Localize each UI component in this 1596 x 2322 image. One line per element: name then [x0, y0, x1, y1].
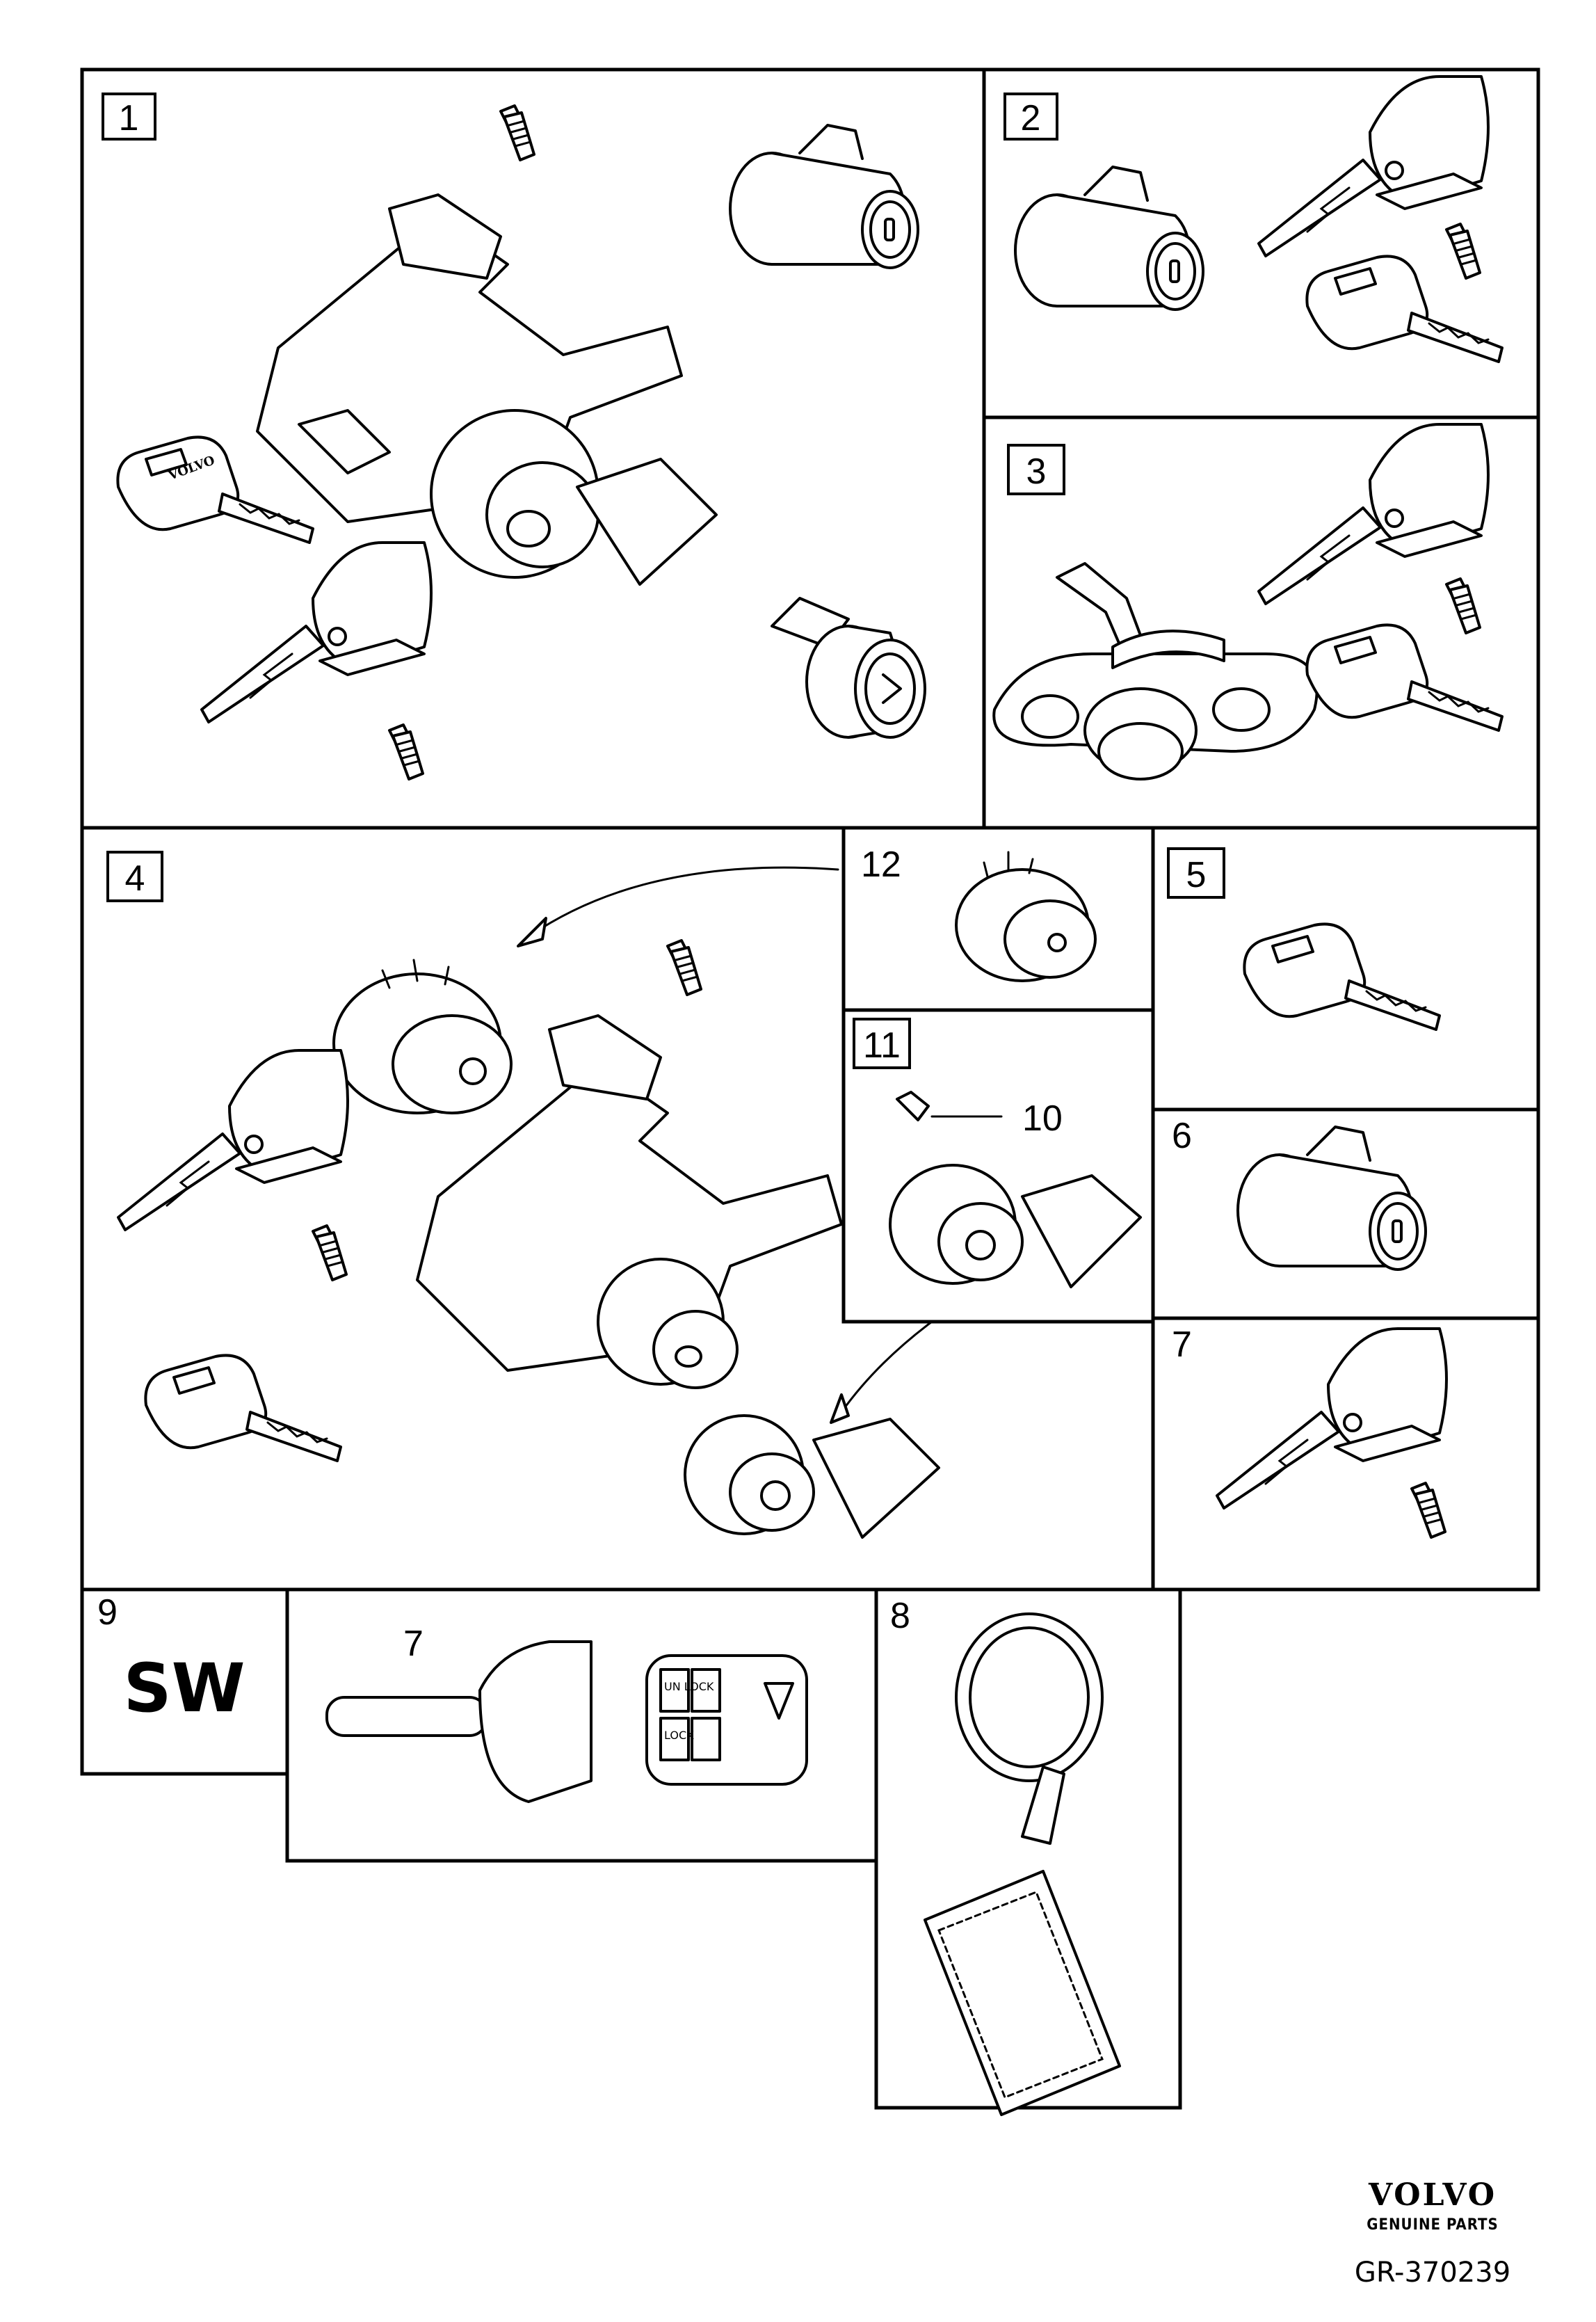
- screw-icon: [499, 104, 535, 161]
- panel-8-number: 8: [890, 1596, 910, 1636]
- panel-9-number: 9: [97, 1592, 118, 1633]
- fob-lock-label: LOCK: [664, 1729, 694, 1742]
- svg-text:7: 7: [403, 1624, 424, 1664]
- panel-12-number: 12: [861, 844, 901, 885]
- lock-cylinder-icon: [729, 124, 919, 269]
- panel-7-frame: [1151, 1316, 1540, 1592]
- svg-text:5: 5: [1186, 855, 1207, 895]
- key-icon: [1216, 1327, 1448, 1510]
- svg-text:11: 11: [863, 1025, 901, 1066]
- screw-icon: [1410, 1482, 1446, 1539]
- screw-icon: [666, 939, 702, 996]
- sw-label: SW: [123, 1649, 245, 1727]
- lock-cylinder-icon: [992, 562, 1319, 780]
- lock-cylinder-icon: [771, 597, 926, 739]
- screw-icon: [388, 723, 424, 780]
- lock-cylinder-icon: [1014, 166, 1204, 311]
- svg-text:8: 8: [890, 1596, 910, 1636]
- svg-text:3: 3: [1026, 451, 1047, 492]
- ignition-switch-icon: [416, 1014, 843, 1389]
- screw-icon: [312, 1224, 348, 1281]
- fob-unlock-label: UN LOCK: [664, 1680, 714, 1693]
- footer-subbrand: GENUINE PARTS: [1367, 2216, 1499, 2234]
- ignition-switch-icon: [256, 193, 718, 586]
- svg-text:9: 9: [97, 1592, 118, 1633]
- panel-2-number: 2: [1003, 93, 1058, 141]
- ignition-switch-icon: [889, 1164, 1142, 1288]
- svg-text:12: 12: [861, 844, 901, 885]
- screw-icon: [896, 1091, 1003, 1121]
- panel-3-number: 3: [1007, 444, 1065, 495]
- panel-5-number: 5: [1167, 847, 1225, 899]
- panel-1-number: 1: [102, 93, 156, 141]
- panel-4-number: 4: [106, 851, 163, 902]
- key-icon: [1305, 623, 1504, 732]
- ignition-switch-icon: [684, 1414, 940, 1539]
- arrow-icon: [524, 866, 839, 940]
- panel-7-number: 7: [1172, 1324, 1192, 1365]
- panel-6-number: 6: [1172, 1116, 1192, 1156]
- keyring-icon: [924, 1612, 1121, 2116]
- svg-text:2: 2: [1021, 98, 1041, 138]
- panel-8-frame: [874, 1587, 1182, 2110]
- key-icon: [1257, 423, 1490, 605]
- lock-cylinder-icon: [1236, 1126, 1427, 1271]
- panel-7b-number: 7: [403, 1624, 424, 1664]
- footer-brand: VOLVO: [1368, 2177, 1497, 2213]
- key-fob-icon: UN LOCK LOCK: [325, 1640, 808, 1803]
- screw-icon: [1445, 223, 1481, 280]
- footer-code: GR-370239: [1355, 2257, 1510, 2289]
- arrow-icon: [830, 1393, 850, 1424]
- ignition-switch-icon: [955, 851, 1097, 982]
- ignition-switch-icon: [332, 959, 513, 1114]
- svg-text:6: 6: [1172, 1116, 1192, 1156]
- svg-text:1: 1: [119, 98, 139, 138]
- callout-10: 10: [1022, 1098, 1063, 1139]
- panel-11-number: 11: [853, 1018, 911, 1069]
- arrow-icon: [840, 1320, 933, 1414]
- svg-text:4: 4: [125, 858, 145, 899]
- key-icon: [144, 1354, 342, 1462]
- key-icon: [1243, 922, 1441, 1031]
- key-icon: [117, 1049, 349, 1231]
- key-icon: [200, 541, 433, 723]
- screw-icon: [1445, 577, 1481, 634]
- svg-text:7: 7: [1172, 1324, 1192, 1365]
- arrow-icon: [517, 917, 547, 947]
